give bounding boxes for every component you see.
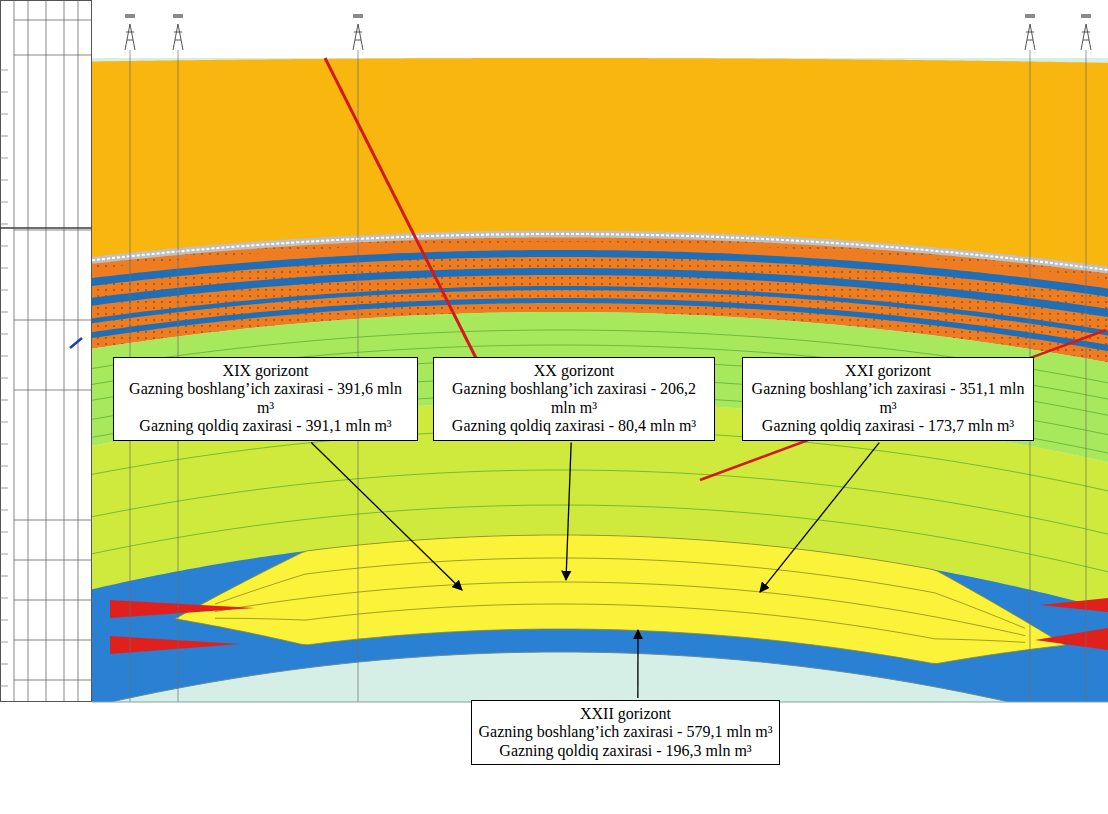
horizon-boundary [215, 558, 1025, 628]
leader-arrow [311, 443, 462, 590]
horizon-boundary [215, 582, 1025, 636]
gas-horizons [175, 535, 1065, 664]
horizon-boundary [215, 604, 1025, 642]
unconformity [92, 234, 1108, 270]
leader-arrow [760, 443, 879, 592]
callout-box: XXI gorizontGazning boshlang’ich zaxiras… [742, 357, 1034, 441]
strata-line [92, 652, 1108, 702]
reserve-text: Gazning qoldiq zaxirasi - 173,7 mln m³ [749, 417, 1027, 435]
rock-layer [92, 535, 1108, 702]
horizon-name: XXII gorizont [478, 705, 773, 723]
callout-box: XXII gorizontGazning boshlang’ich zaxira… [471, 700, 780, 765]
red-lens [1035, 628, 1108, 650]
reserve-text: Gazning boshlang’ich zaxirasi - 579,1 ml… [478, 723, 773, 741]
unconformity-hatch [92, 234, 1108, 270]
reserve-text: Gazning qoldiq zaxirasi - 196,3 mln m³ [478, 742, 773, 760]
fault [700, 330, 1106, 480]
leader-arrow [637, 630, 638, 698]
callout-box: XX gorizontGazning boshlang’ich zaxirasi… [433, 357, 715, 441]
red-lens [1040, 598, 1108, 612]
reserve-text: Gazning boshlang’ich zaxirasi - 391,6 ml… [120, 380, 411, 417]
rock-layer [92, 312, 1108, 462]
strata [92, 58, 1108, 702]
callout-box: XIX gorizontGazning boshlang’ich zaxiras… [113, 357, 418, 441]
red-lens [110, 600, 255, 618]
strata-line [92, 470, 1108, 534]
rock-layer [92, 402, 1108, 702]
strat-column [0, 0, 92, 702]
reserve-text: Gazning boshlang’ich zaxirasi - 351,1 ml… [749, 380, 1027, 417]
reserve-text: Gazning qoldiq zaxirasi - 391,1 mln m³ [120, 417, 411, 435]
reserve-text: Gazning qoldiq zaxirasi - 80,4 mln m³ [440, 417, 708, 435]
fault [325, 58, 478, 362]
horizon-name: XX gorizont [440, 362, 708, 380]
reserve-text: Gazning boshlang’ich zaxirasi - 206,2 ml… [440, 380, 708, 417]
horizon-name: XXI gorizont [749, 362, 1027, 380]
leader-arrow [566, 443, 571, 580]
horizon-name: XIX gorizont [120, 362, 411, 380]
red-lens [110, 636, 240, 654]
